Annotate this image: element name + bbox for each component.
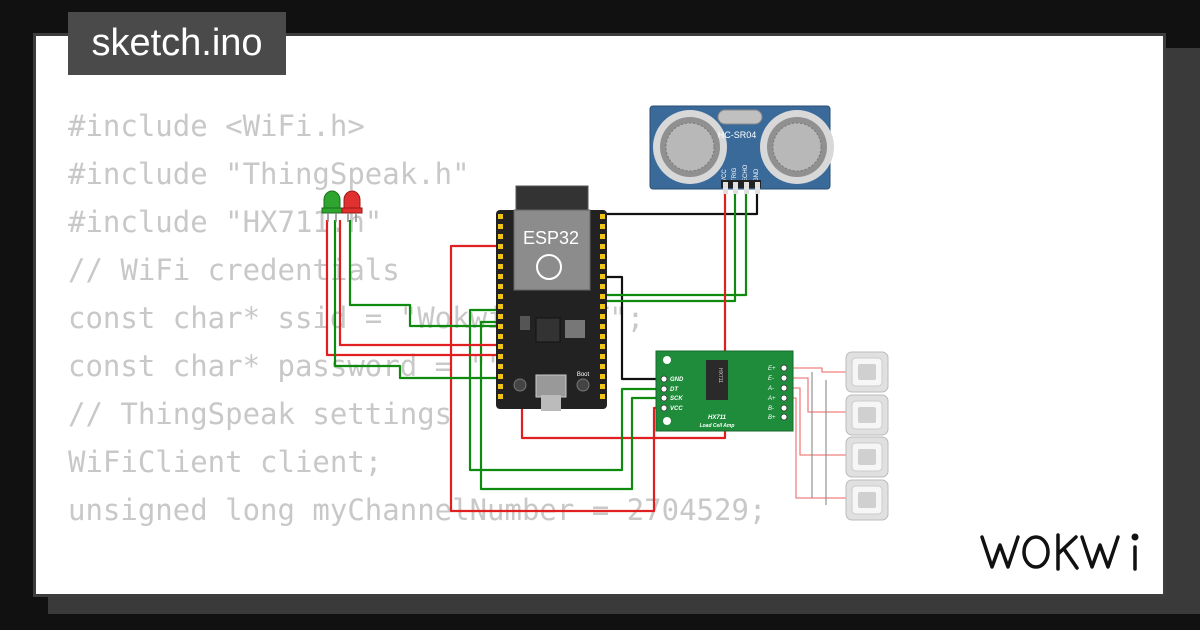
- wire-red-led2: [338, 220, 500, 347]
- hx711-board[interactable]: HX711 HX711 Load Cell Amp GND DT SCK VCC…: [655, 350, 794, 432]
- ultrasonic-sensor[interactable]: HC-SR04 VCC TRIG ECHO GND: [649, 105, 834, 194]
- ultrasonic-pin-label: GND: [754, 168, 760, 182]
- hx711-left-pins: [660, 375, 668, 412]
- hx711-pin-label: B+: [768, 415, 776, 421]
- hx711-pin-label: VCC: [670, 406, 683, 412]
- code-line: #include "ThingSpeak.h": [68, 157, 470, 191]
- hx711-pin-label: A+: [767, 396, 776, 402]
- wokwi-logo: [980, 533, 1139, 571]
- filename-tab[interactable]: sketch.ino: [68, 12, 286, 75]
- wire-green-echo: [603, 192, 748, 297]
- hx711-title: HX711: [708, 415, 727, 421]
- hx711-subtitle: Load Cell Amp: [700, 423, 735, 429]
- ultrasonic-pin-label: TRIG: [732, 167, 738, 182]
- wire-green-led1: [333, 220, 500, 380]
- load-cell[interactable]: [845, 394, 889, 436]
- wire-green-sck: [479, 320, 664, 491]
- code-line: #include <WiFi.h>: [68, 109, 365, 143]
- hx711-pin-label: GND: [670, 377, 684, 383]
- esp32-header-right: [600, 214, 605, 399]
- wire-lc-4: [784, 397, 848, 499]
- boot-label: Boot: [577, 372, 590, 378]
- wire-lc-1: [784, 367, 848, 373]
- wire-lc-2: [784, 377, 848, 413]
- code-line: unsigned long myChannelNumber = 2704529;: [68, 493, 767, 527]
- espressif-logo-icon: [536, 254, 562, 280]
- load-cell[interactable]: [845, 436, 889, 478]
- esp32-header-left: [498, 214, 503, 399]
- hx711-pin-label: SCK: [670, 396, 683, 402]
- led-green[interactable]: [321, 190, 343, 222]
- wire-black-gnd: [606, 192, 759, 216]
- load-cell[interactable]: [845, 351, 889, 393]
- wire-black-hx-gnd: [600, 275, 664, 381]
- hx711-chip-label: HX711: [717, 368, 723, 383]
- esp32-label: ESP32: [523, 228, 579, 248]
- load-cell[interactable]: [845, 479, 889, 521]
- hx711-pin-label: E-: [768, 376, 774, 382]
- wire-green-dt: [468, 308, 664, 472]
- code-line: // ThingSpeak settings: [68, 397, 453, 431]
- hx711-right-pins: [780, 364, 788, 421]
- ultrasonic-label: HC-SR04: [718, 130, 757, 140]
- esp32-board[interactable]: ESP32 Boot: [496, 185, 607, 411]
- code-line: // WiFi credentials: [68, 253, 400, 287]
- ultrasonic-pin-label: VCC: [722, 169, 728, 182]
- led-red[interactable]: [341, 190, 363, 222]
- hx711-pin-label: A-: [767, 386, 774, 392]
- hx711-pin-label: B-: [768, 406, 774, 412]
- hx711-pin-label: E+: [768, 366, 776, 372]
- wire-green-led2: [348, 220, 500, 328]
- ultrasonic-pin-label: ECHO: [743, 164, 749, 182]
- code-line: WiFiClient client;: [68, 445, 383, 479]
- wire-green-trig: [603, 192, 737, 303]
- wire-red-led1: [325, 220, 500, 357]
- wire-red-vcc: [520, 192, 727, 440]
- hx711-pin-label: DT: [670, 387, 679, 393]
